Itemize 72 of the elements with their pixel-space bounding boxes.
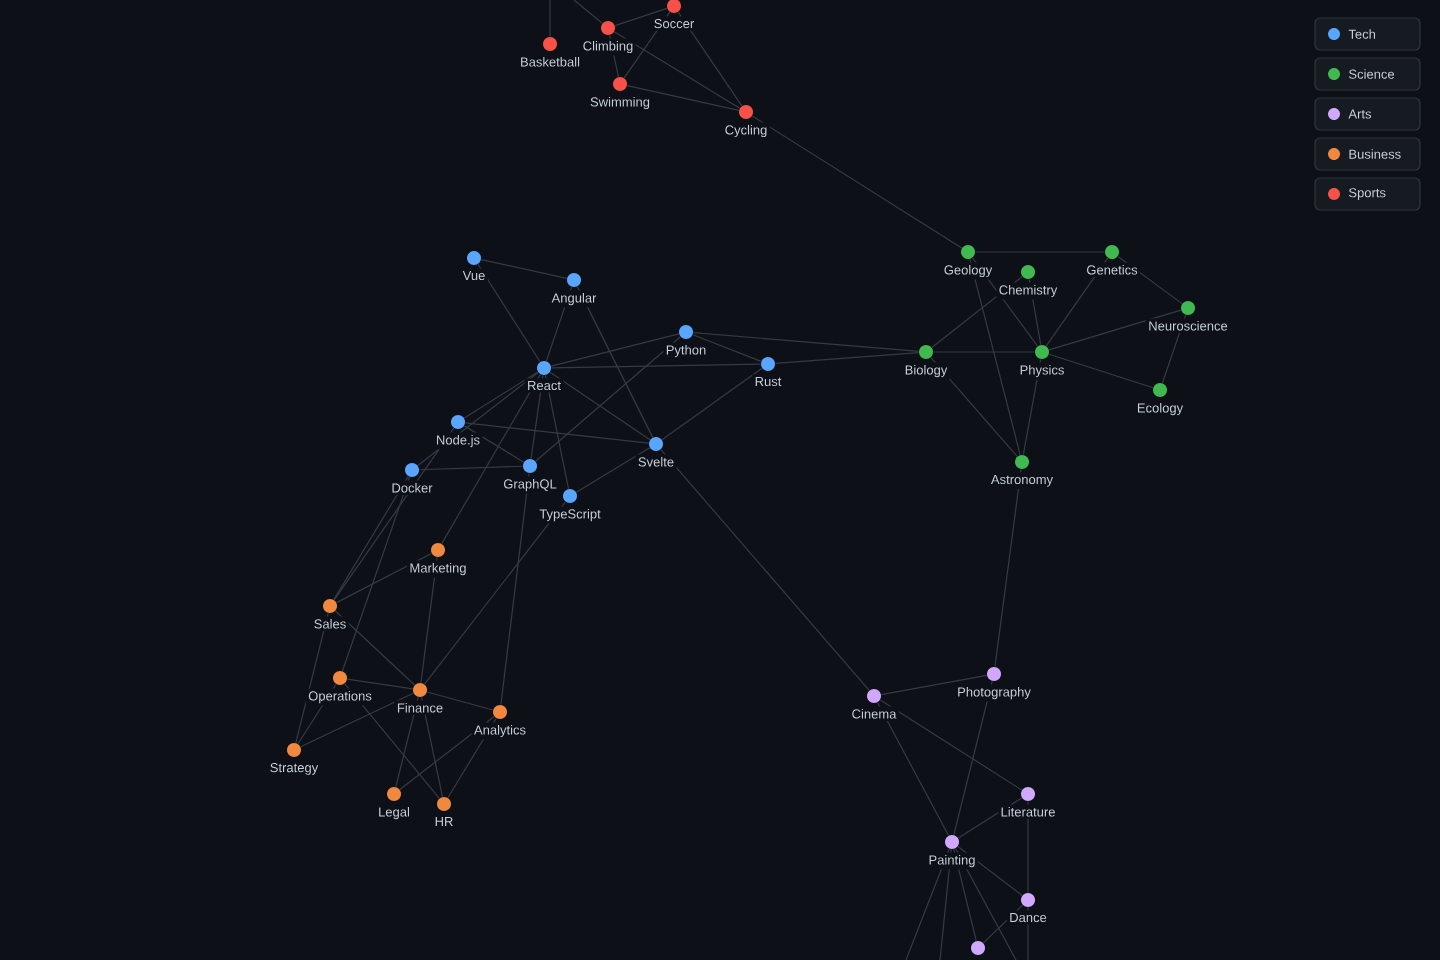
connector-line: [426, 691, 494, 711]
connector-line: [295, 612, 329, 744]
connector-line: [939, 848, 952, 960]
connector-line: [957, 845, 1023, 897]
connector-line: [957, 797, 1023, 839]
connector-line: [880, 674, 988, 696]
connector-line: [344, 683, 440, 799]
connector-line: [1048, 353, 1154, 389]
connector-line: [953, 848, 977, 942]
connector-line: [441, 373, 541, 545]
connector-line: [530, 374, 544, 460]
connector-line: [447, 717, 497, 799]
connector-line: [300, 692, 414, 748]
connector-line: [334, 610, 416, 686]
connector-line: [549, 371, 651, 441]
connector-line: [463, 371, 539, 419]
connector-line: [333, 427, 455, 601]
connector-line: [930, 356, 1018, 458]
connector-line: [418, 465, 524, 471]
connector-line: [905, 848, 950, 960]
connector-line: [969, 258, 1021, 456]
connector-line: [417, 371, 539, 467]
connector-line: [1045, 257, 1109, 347]
connector-line: [614, 7, 668, 27]
connector-line: [677, 11, 743, 107]
connector-line: [982, 904, 1024, 944]
connector-line: [335, 552, 433, 604]
node-dot: [971, 941, 985, 955]
connector-line: [660, 449, 870, 691]
connector-line: [346, 678, 414, 690]
connector-line: [550, 333, 680, 367]
connector-line: [876, 701, 950, 837]
connector-line: [545, 286, 573, 362]
connector-line: [626, 85, 740, 111]
connector-line: [297, 683, 337, 745]
connector-line: [463, 425, 525, 463]
connector-line: [341, 476, 411, 672]
connector-line: [608, 34, 620, 78]
connector-line: [420, 556, 438, 684]
connector-line: [576, 286, 654, 438]
connector-line: [953, 680, 993, 836]
connector-line: [535, 336, 681, 462]
connector-line: [623, 11, 671, 79]
connector-line: [573, 0, 603, 24]
connector-line: [333, 475, 409, 601]
connector-line: [477, 263, 541, 363]
connector-line: [751, 115, 963, 249]
connector-line: [550, 363, 762, 369]
connector-line: [994, 468, 1022, 668]
connector-line: [1048, 309, 1182, 351]
connector-line: [500, 472, 530, 706]
connector-line: [395, 696, 419, 788]
connector-line: [1028, 278, 1042, 346]
connector-line: [420, 696, 444, 798]
connector-line: [692, 332, 920, 352]
connector-line: [692, 334, 762, 362]
connector-line: [931, 275, 1023, 349]
connector-line: [1161, 314, 1187, 384]
connector-line: [661, 367, 763, 441]
connector-line: [879, 699, 1023, 791]
connector-line: [971, 257, 1039, 347]
connector-line: [1022, 358, 1042, 456]
connector-line: [1117, 255, 1183, 305]
connector-line: [613, 31, 741, 109]
connector-line: [423, 501, 567, 685]
connector-line: [399, 715, 495, 791]
connector-line: [480, 259, 568, 280]
connector-line: [464, 422, 650, 444]
connector-line: [544, 374, 570, 490]
connector-line: [774, 351, 920, 365]
connector-line: [575, 447, 651, 493]
connector-line: [954, 847, 1017, 960]
